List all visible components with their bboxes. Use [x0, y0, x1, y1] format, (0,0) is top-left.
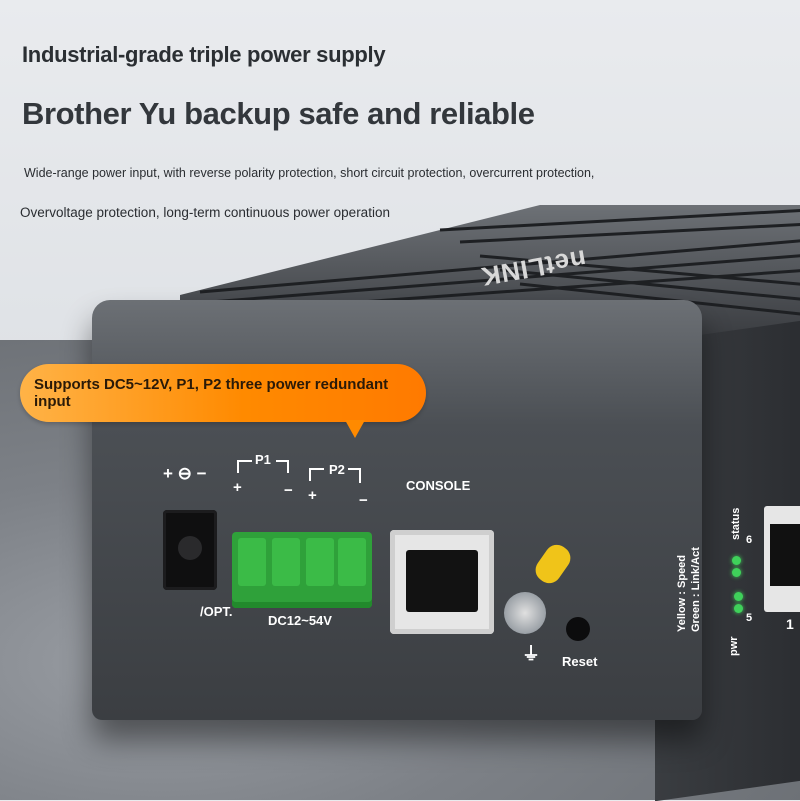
power-terminal-block[interactable] — [232, 532, 372, 608]
terminal-cell — [272, 538, 300, 586]
description-line-2: Overvoltage protection, long-term contin… — [20, 205, 390, 220]
ground-symbol: ⏚ — [522, 644, 540, 664]
headline-line-2: Brother Yu backup safe and reliable — [22, 96, 535, 131]
ethernet-port-1[interactable] — [764, 506, 800, 612]
status-led — [732, 568, 741, 577]
led-legend-link: Green : Link/Act — [690, 547, 702, 632]
ground-screw — [504, 592, 546, 634]
terminal-cell — [238, 538, 266, 586]
status-label: status — [730, 507, 742, 540]
dc-polarity-label: + ⊖ − — [163, 464, 207, 483]
p1-plus-label: + — [233, 479, 242, 496]
headline-line-1: Industrial-grade triple power supply — [22, 42, 386, 67]
console-port[interactable] — [390, 530, 494, 634]
p1-label: P1 — [255, 452, 271, 467]
port1-label: 1 — [786, 616, 794, 632]
feature-callout: Supports DC5~12V, P1, P2 three power red… — [20, 364, 426, 422]
reset-label: Reset — [562, 654, 598, 669]
dc-range-label: DC12~54V — [268, 613, 332, 628]
pwr-label: pwr — [728, 636, 740, 656]
callout-pointer — [345, 420, 365, 438]
opt-label: /OPT. — [200, 604, 233, 619]
callout-text: Supports DC5~12V, P1, P2 three power red… — [34, 376, 389, 410]
pwr-led — [734, 604, 743, 613]
status-led — [732, 556, 741, 565]
p2-minus-label: − — [359, 492, 368, 509]
p2-plus-label: + — [308, 487, 317, 504]
reset-button[interactable] — [566, 617, 590, 641]
port5-label: 5 — [746, 612, 753, 624]
port6-label: 6 — [746, 534, 753, 546]
p1-minus-label: − — [284, 482, 293, 499]
led-legend-speed: Yellow : Speed — [676, 554, 688, 632]
p2-label: P2 — [329, 462, 345, 477]
terminal-cell — [306, 538, 334, 586]
pwr-led — [734, 592, 743, 601]
console-label: CONSOLE — [406, 478, 471, 493]
terminal-cell — [338, 538, 366, 586]
dc-jack — [163, 510, 217, 590]
description-line-1: Wide-range power input, with reverse pol… — [24, 166, 595, 180]
